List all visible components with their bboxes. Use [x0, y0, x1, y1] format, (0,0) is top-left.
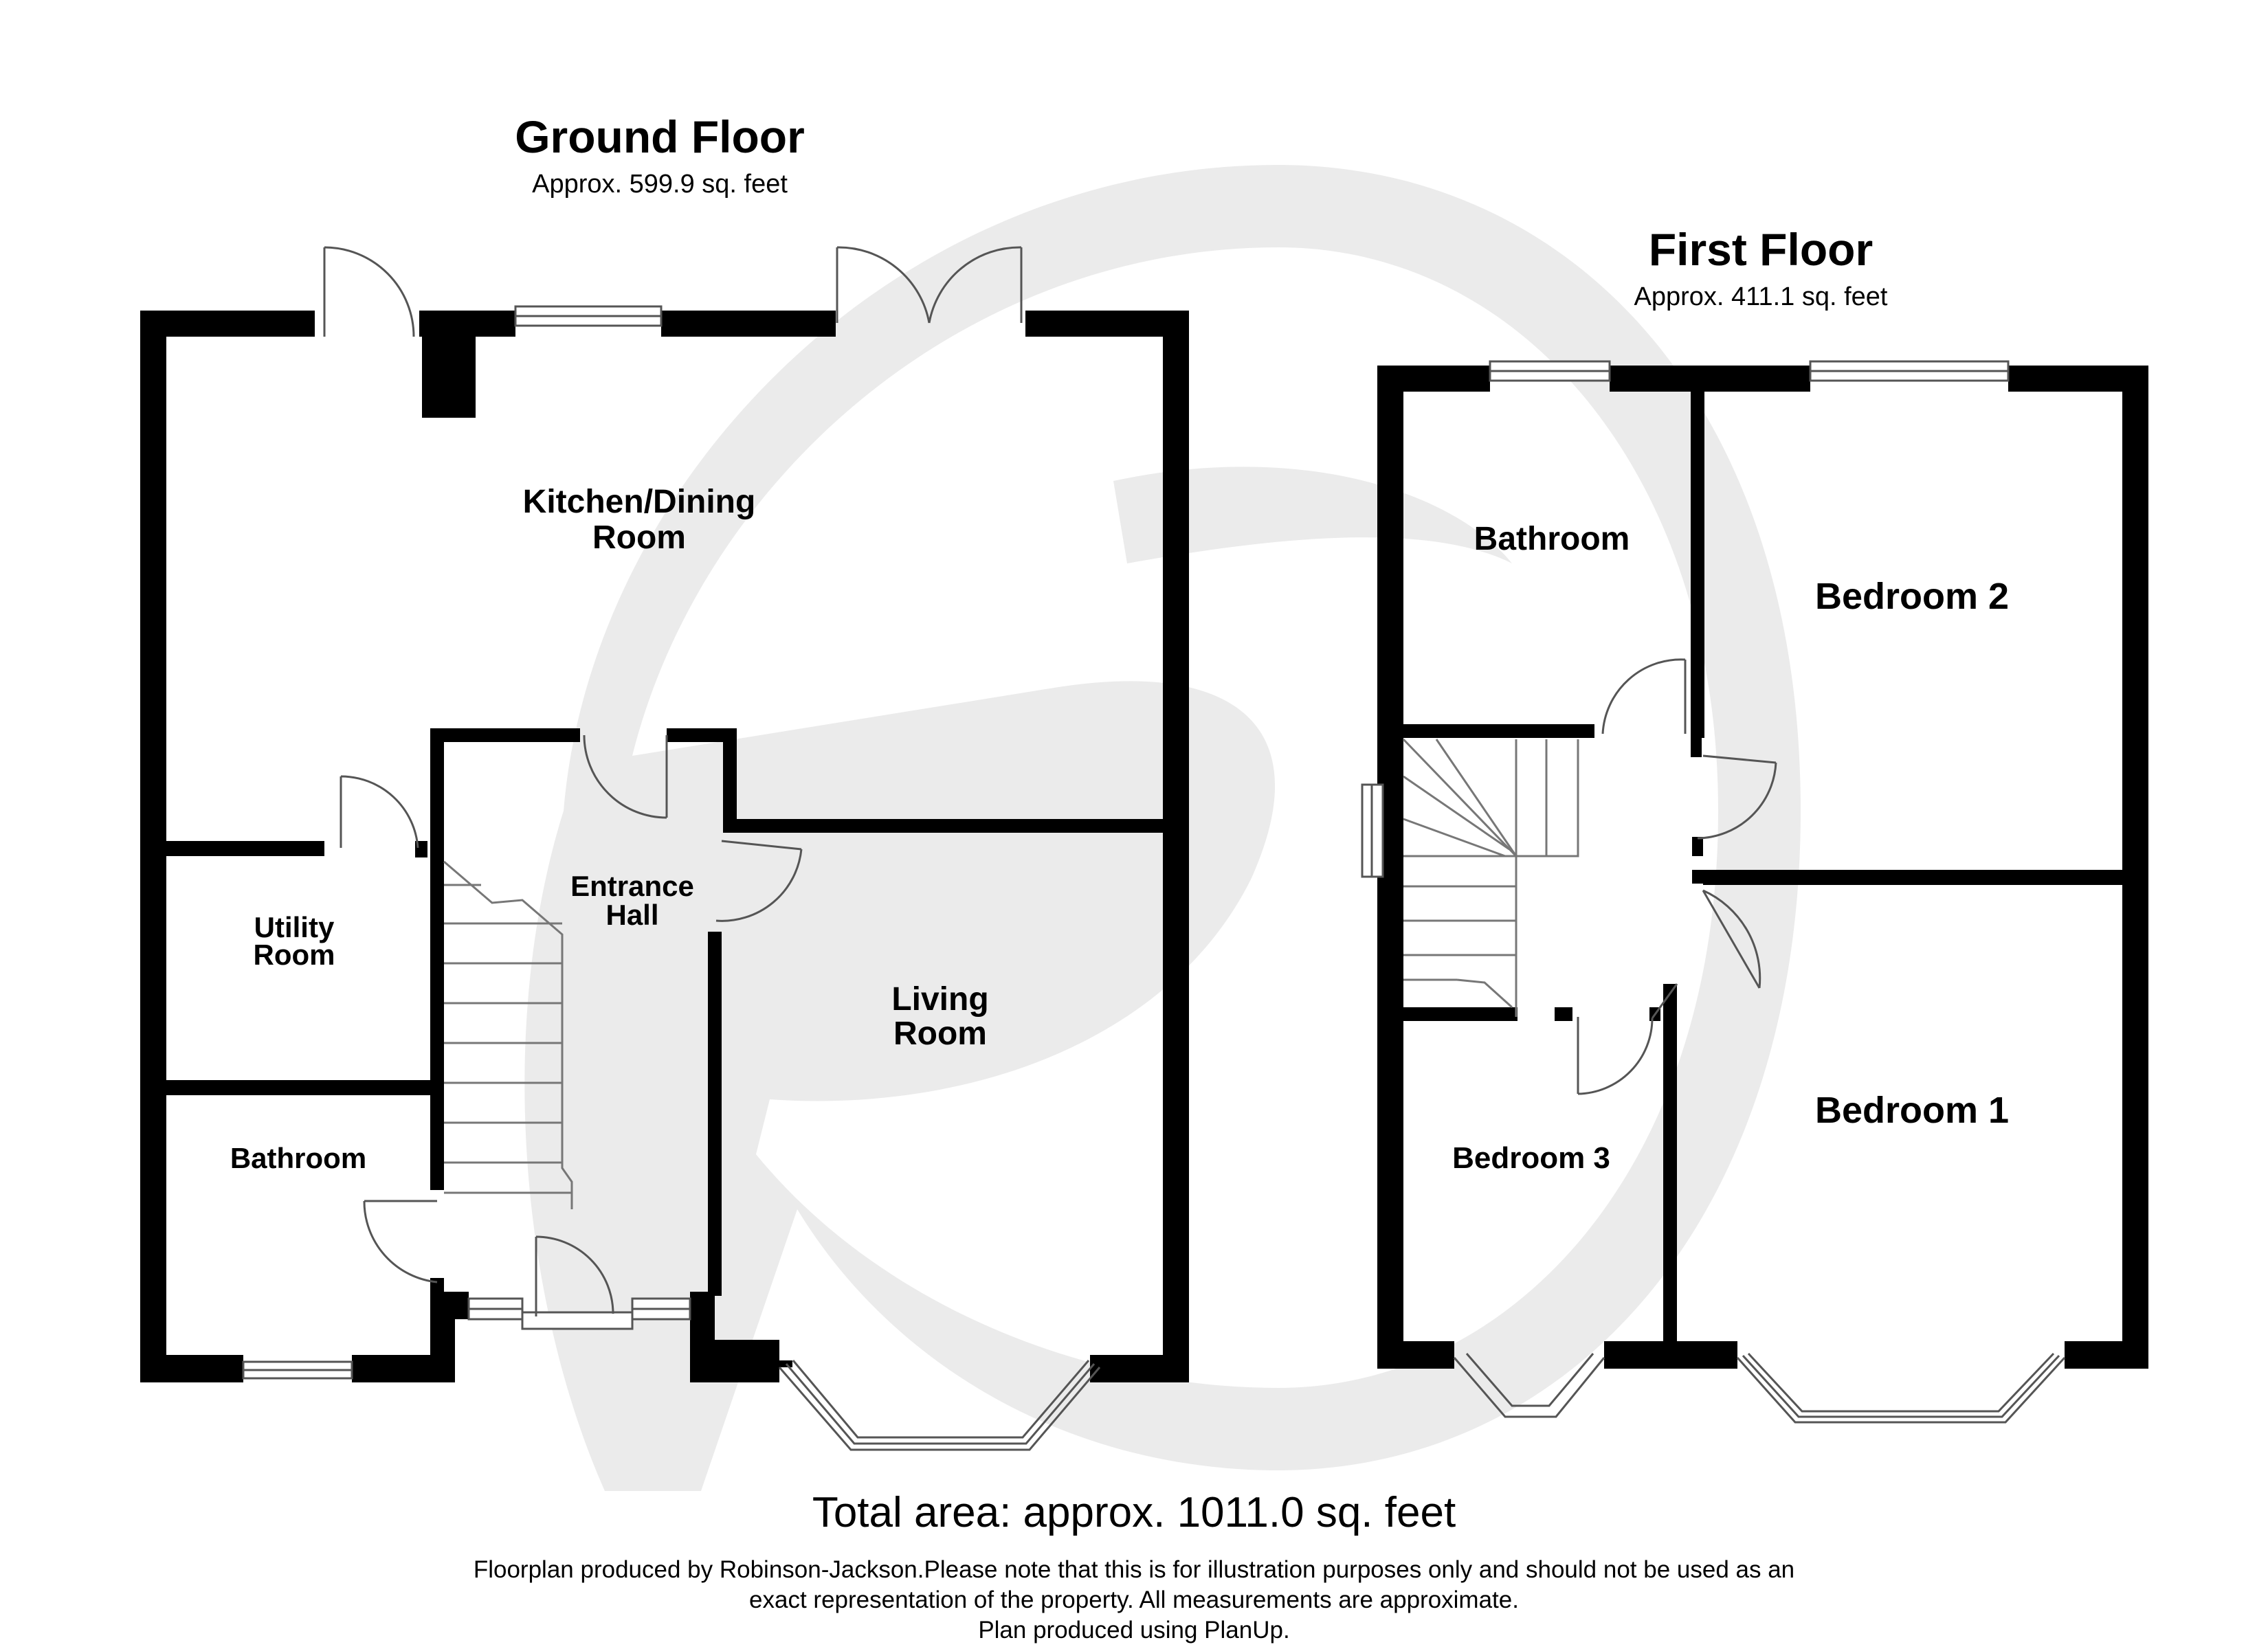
ground-bathroom-label: Bathroom — [230, 1142, 366, 1174]
hall-label-line2: Hall — [605, 899, 658, 931]
ground-floor-area: Approx. 599.9 sq. feet — [532, 170, 788, 199]
ground-floor-stairs — [443, 860, 573, 1209]
ground-floor-windows — [242, 305, 691, 1380]
hall-label-line1: Entrance — [570, 870, 694, 902]
disclaimer-line1: Floorplan produced by Robinson-Jackson.P… — [474, 1556, 1794, 1583]
first-floor-area: Approx. 411.1 sq. feet — [1634, 282, 1888, 311]
kitchen-label-line1: Kitchen/Dining — [523, 484, 756, 520]
ground-floor-title: Ground Floor — [515, 111, 805, 162]
first-floor-walls — [1377, 366, 2148, 1369]
utility-label-line1: Utility — [254, 911, 335, 943]
bedroom2-label: Bedroom 2 — [1815, 576, 2009, 617]
ground-floor-doors — [323, 246, 1023, 1316]
ground-floor-plan: Ground Floor Approx. 599.9 sq. feet Kitc… — [140, 111, 1189, 1451]
ground-floor-walls — [140, 311, 1189, 1382]
first-floor-title: First Floor — [1649, 224, 1873, 275]
footer: Total area: approx. 1011.0 sq. feet Floo… — [474, 1489, 1794, 1644]
bedroom3-label: Bedroom 3 — [1452, 1141, 1610, 1175]
first-floor-stairs — [1402, 738, 1579, 1017]
disclaimer-line3: Plan produced using PlanUp. — [978, 1617, 1289, 1644]
bedroom1-label: Bedroom 1 — [1815, 1090, 2009, 1131]
living-room-bay-frame — [778, 1360, 1101, 1451]
first-floor-doors — [1577, 658, 1777, 1095]
living-label-line2: Room — [893, 1016, 987, 1052]
first-floor-windows — [1361, 360, 2010, 878]
kitchen-label-line2: Room — [592, 519, 686, 556]
first-floor-plan: First Floor Approx. 411.1 sq. feet Bathr… — [1361, 224, 2148, 1424]
living-label-line1: Living — [891, 981, 988, 1018]
utility-label-line2: Room — [254, 939, 335, 971]
total-area: Total area: approx. 1011.0 sq. feet — [812, 1489, 1456, 1536]
disclaimer-line2: exact representation of the property. Al… — [749, 1586, 1519, 1613]
first-bathroom-label: Bathroom — [1474, 521, 1630, 557]
first-floor-bay-windows — [1453, 1352, 2066, 1424]
